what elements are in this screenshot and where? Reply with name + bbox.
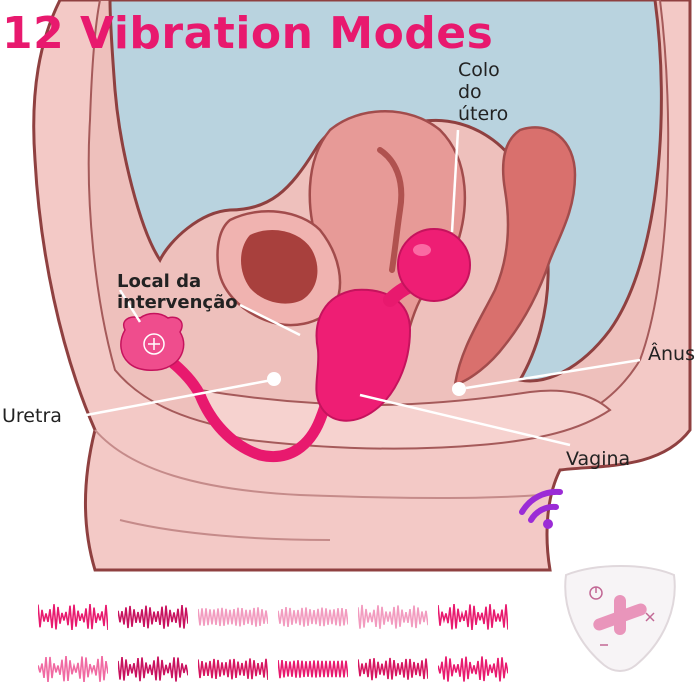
vibration-mode-6 [438,604,508,630]
vibration-mode-9 [198,658,268,680]
label-anus: Ânus [648,343,695,365]
marker-dots [267,372,466,396]
label-colo-do-utero: Colo do útero [458,59,509,125]
plus-icon [645,612,655,622]
power-icon [589,586,603,600]
leader-lines [59,129,641,447]
vibration-mode-8 [118,656,188,682]
vibration-mode-11 [358,657,428,681]
remote-control [564,565,676,672]
vibration-mode-5 [358,604,428,629]
colon [453,126,577,387]
uterine-cavity [377,147,405,273]
device-antenna [120,312,185,371]
wifi-icon [519,488,563,529]
device-upper-ball [397,228,471,302]
vibration-mode-3 [198,607,268,627]
vibration-mode-2 [118,605,188,629]
bladder-lining [241,230,318,304]
device-lower-bulb [315,288,412,422]
vibration-mode-10 [278,660,348,679]
label-uretra: Uretra [2,405,62,427]
label-local-da-intervencao: Local da intervenção [117,271,238,313]
vibration-mode-7 [38,656,108,682]
headline: 12 Vibration Modes [2,8,494,59]
vibration-mode-12 [438,656,508,682]
vibration-mode-4 [278,607,348,627]
label-vagina: Vagina [566,448,631,470]
vibration-mode-1 [38,604,108,630]
